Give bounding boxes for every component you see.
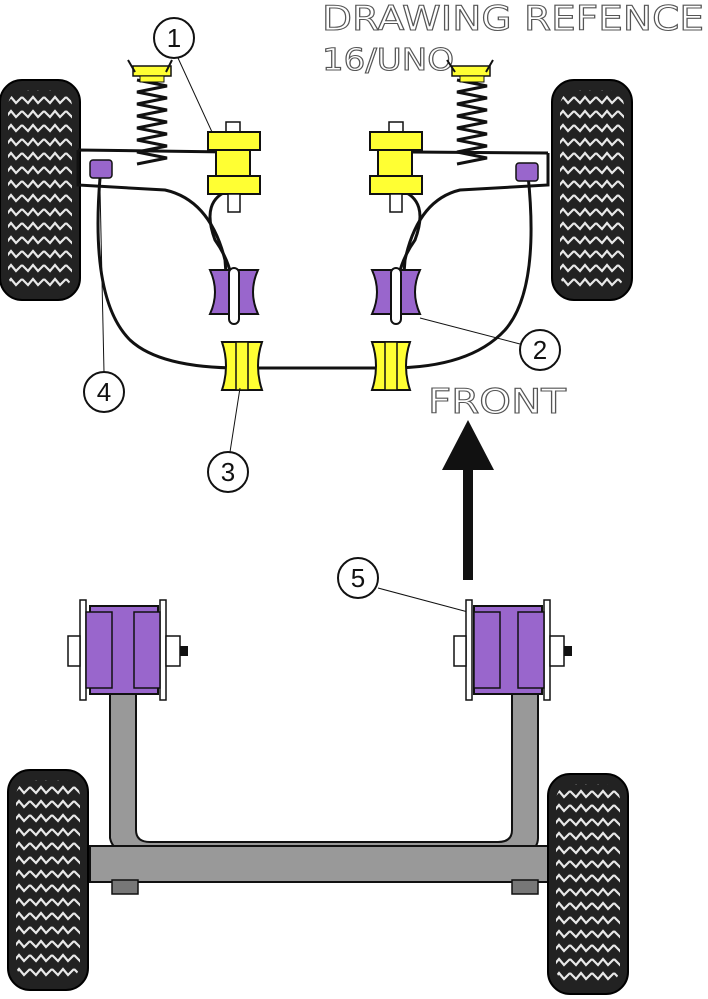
rear-beam <box>89 689 561 895</box>
front-right-small-bush <box>515 162 539 182</box>
front-left-spring-top-mount <box>127 59 173 83</box>
front-right-spring-top-mount <box>446 59 494 83</box>
rear-right-purple-bush <box>453 599 572 701</box>
model-label: 16/UNO <box>322 43 454 78</box>
callout-3: 3 <box>207 387 249 493</box>
callout-5: 5 <box>337 557 469 613</box>
callout-4-number: 4 <box>97 377 111 407</box>
front-right-arb-bush <box>370 341 412 391</box>
front-left-small-bush <box>89 159 113 179</box>
front-left-yellow-bush <box>207 121 261 213</box>
front-right-wheel <box>551 79 633 301</box>
front-right-yellow-bush <box>369 121 423 213</box>
callout-5-number: 5 <box>351 563 365 593</box>
rear-right-wheel <box>547 773 629 995</box>
callout-1-number: 1 <box>167 23 181 53</box>
front-left-arb-bush <box>220 341 264 391</box>
callout-3-number: 3 <box>221 457 235 487</box>
anti-roll-bar <box>96 174 533 370</box>
front-left-wheel <box>0 79 81 301</box>
callout-4: 4 <box>83 187 125 413</box>
front-label: FRONT <box>428 382 566 422</box>
front-right-purple-bush <box>370 267 422 325</box>
front-left-purple-bush <box>208 267 260 325</box>
front-arrow-icon <box>442 420 494 580</box>
drawing-reference-title: DRAWING REFENCE <box>322 0 704 39</box>
callout-2: 2 <box>419 317 561 371</box>
rear-left-wheel <box>7 769 89 991</box>
callout-1: 1 <box>153 17 213 133</box>
rear-left-purple-bush <box>67 599 188 701</box>
callout-2-number: 2 <box>533 335 547 365</box>
